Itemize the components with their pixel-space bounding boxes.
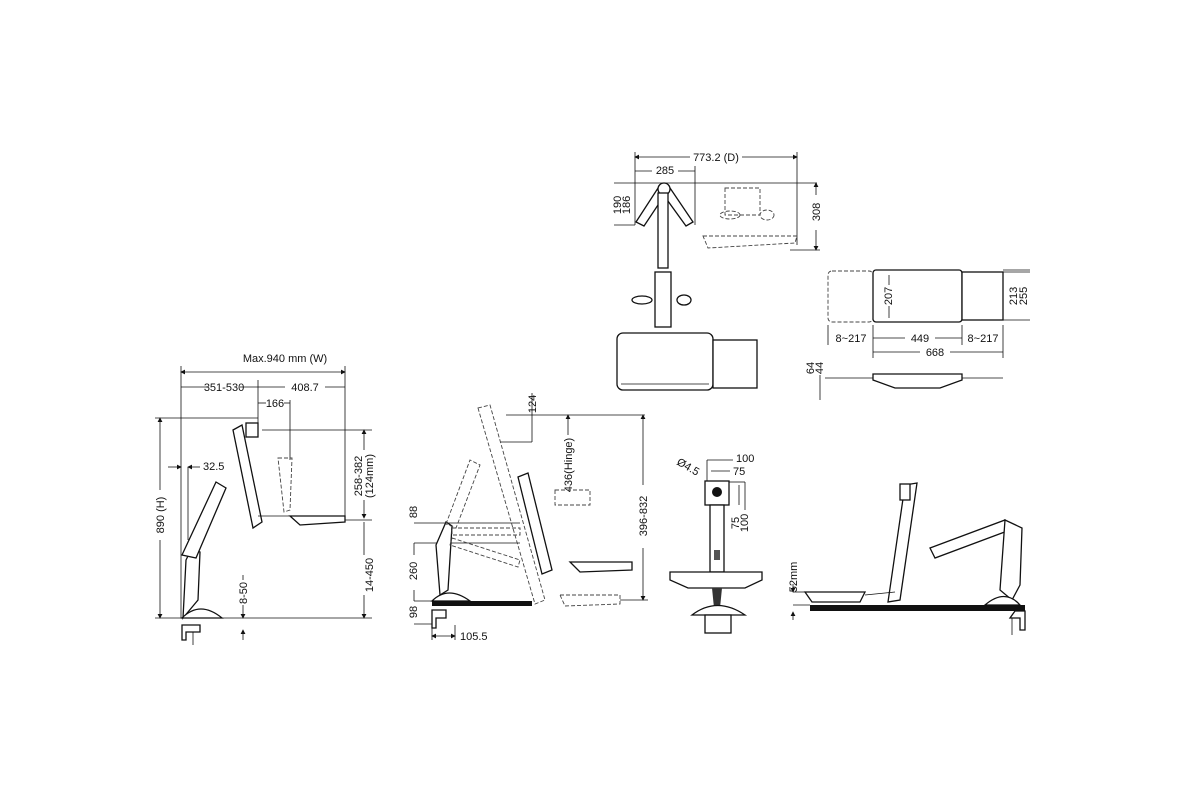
dim-total-width: 668 bbox=[926, 347, 944, 359]
dim-base-width: 105.5 bbox=[460, 631, 488, 643]
desk-surface bbox=[432, 601, 532, 606]
dim-extension-left: 8~217 bbox=[836, 333, 867, 345]
dim-tray-span: 308 bbox=[811, 203, 823, 221]
dim-255: 255 bbox=[1018, 287, 1030, 305]
dim-213: 213 bbox=[1008, 287, 1020, 305]
dim-vesa-outer-vertical: 100 bbox=[739, 514, 751, 532]
dim-arm-reach: 285 bbox=[656, 165, 674, 177]
dim-tray-depth: 408.7 bbox=[291, 382, 319, 394]
dim-clamp-depth: 98 bbox=[408, 606, 420, 618]
dim-height-total: 890 (H) bbox=[155, 497, 167, 534]
side-view-right: 52mm bbox=[788, 482, 1026, 635]
top-view-drawing bbox=[616, 182, 798, 391]
dim-arm-hinge: 88 bbox=[408, 506, 420, 518]
dim-thickness-44: 44 bbox=[814, 362, 826, 374]
dim-tray-depth-207: 207 bbox=[883, 287, 895, 305]
dim-depth-total: 773.2 (D) bbox=[693, 152, 739, 164]
dim-keyboard-height-range: 258-382 bbox=[353, 456, 365, 496]
dim-vertical-range: 396-832 bbox=[638, 496, 650, 536]
dim-extension-right: 8~217 bbox=[968, 333, 999, 345]
dim-thickness-64: 64 bbox=[805, 362, 817, 374]
dim-vesa-inner-horizontal: 75 bbox=[733, 466, 745, 478]
dim-vesa-outer-horizontal: 100 bbox=[736, 453, 754, 465]
dim-tray-height-range: 14-450 bbox=[364, 558, 376, 592]
dim-tray-width: 449 bbox=[911, 333, 929, 345]
side-view-motion: 124 436(Hinge) 396-832 88 260 98 105.5 bbox=[408, 393, 650, 643]
front-view-drawing bbox=[669, 504, 763, 634]
desk-surface bbox=[810, 605, 1025, 611]
workstation-motion-drawing bbox=[430, 404, 633, 629]
dim-keyboard-height-delta: (124mm) bbox=[364, 454, 376, 498]
tray-view: 207 213 255 8~217 449 8~217 668 64 44 bbox=[805, 269, 1030, 400]
dim-clamp-range: 8-50 bbox=[238, 582, 250, 604]
dim-hole-diameter: Ø4.5 bbox=[675, 456, 702, 478]
dim-hinge-height: 436(Hinge) bbox=[563, 438, 575, 492]
dim-186: 186 bbox=[621, 196, 633, 214]
dim-pole-offset: 32.5 bbox=[203, 461, 224, 473]
workstation-arm-drawing bbox=[180, 422, 346, 645]
dim-top-offset: 124 bbox=[527, 395, 539, 413]
side-view-left: Max.940 mm (W) 351-530 408.7 166 890 (H)… bbox=[155, 353, 376, 645]
front-view: 100 75 Ø4.5 75 100 bbox=[669, 453, 763, 634]
right-view-drawing bbox=[803, 482, 1026, 635]
dim-190: 190 bbox=[612, 196, 624, 214]
top-view: 773.2 (D) 285 190 186 308 bbox=[612, 152, 823, 391]
dim-vesa-inner-vertical: 75 bbox=[730, 517, 742, 529]
dim-width-total: Max.940 mm (W) bbox=[243, 353, 327, 365]
dim-reach-range: 351-530 bbox=[204, 382, 244, 394]
dim-tray-clearance: 52mm bbox=[788, 562, 800, 593]
dim-tray-offset: 166 bbox=[266, 398, 284, 410]
dim-arm-height: 260 bbox=[408, 562, 420, 580]
